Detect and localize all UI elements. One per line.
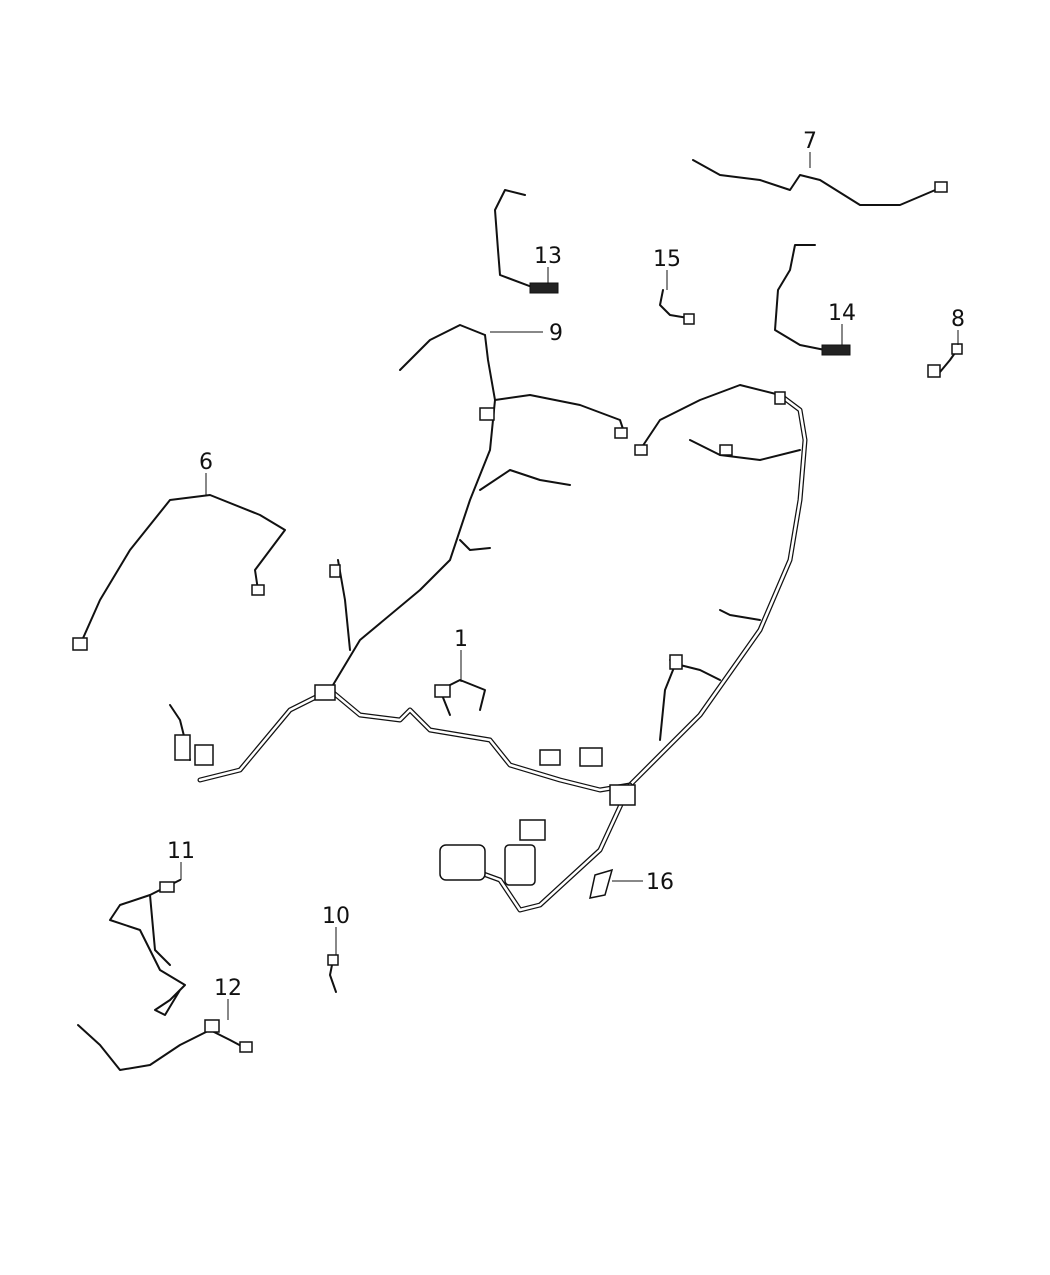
part-12-harness [77,1019,253,1071]
part-1-main-harness [169,324,808,913]
part-15-harness [659,289,695,325]
callout-14: 14 [828,301,856,326]
callout-1: 1 [454,627,468,652]
callout-9: 9 [549,321,563,346]
callout-15: 15 [653,247,681,272]
callout-7: 7 [803,129,817,154]
callout-8: 8 [951,307,965,332]
part-16-part [589,868,614,899]
part-6-harness [72,494,286,651]
part-11-harness [109,879,186,1016]
part-14-harness [774,244,851,356]
part-7-harness [692,159,948,206]
part-8-harness [927,343,963,378]
callout-13: 13 [534,244,562,269]
callout-12: 12 [214,976,242,1001]
callout-16: 16 [646,870,674,895]
part-10-harness [327,954,339,993]
callout-10: 10 [322,904,350,929]
part-13-harness [494,189,559,294]
callout-11: 11 [167,839,195,864]
callout-6: 6 [199,450,213,475]
